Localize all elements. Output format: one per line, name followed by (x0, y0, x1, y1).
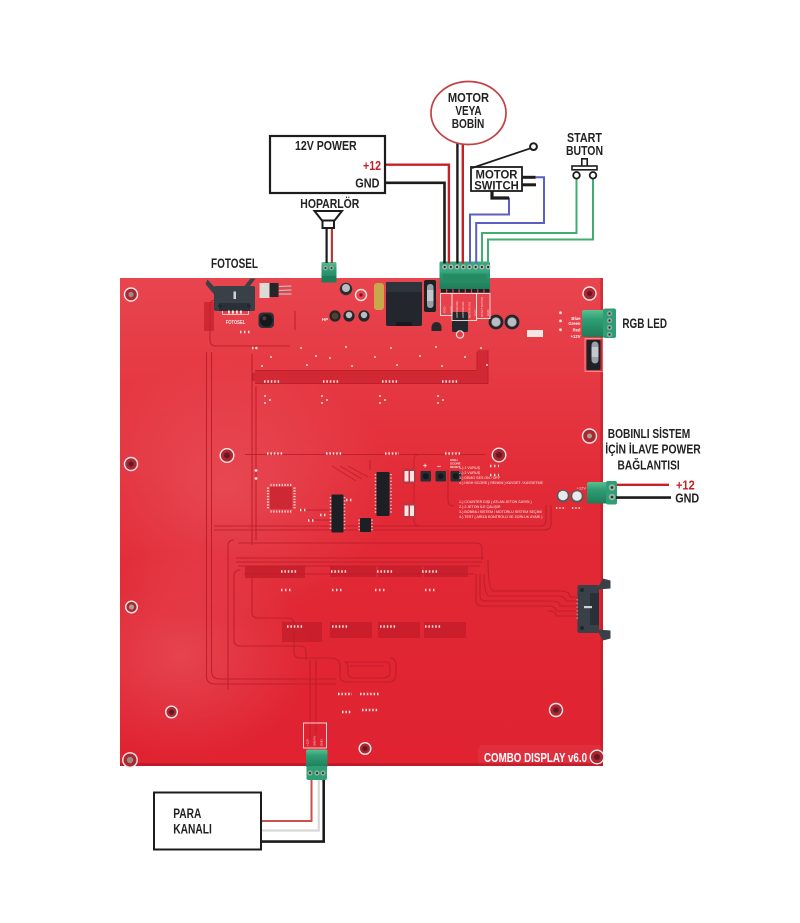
svg-text:+12V: +12V (577, 486, 587, 491)
svg-text:12V POWER: 12V POWER (295, 138, 357, 153)
svg-text:+: + (423, 463, 427, 470)
svg-text:MOTOR SW: MOTOR SW (467, 302, 471, 318)
svg-text:START: START (567, 131, 602, 145)
svg-text:GND: GND (443, 307, 447, 313)
svg-text:COMBO DISPLAY v6.0: COMBO DISPLAY v6.0 (484, 750, 587, 765)
svg-text:+12V: +12V (306, 739, 310, 746)
svg-text:Blue: Blue (571, 316, 581, 321)
svg-text:RGB LED: RGB LED (622, 315, 667, 331)
svg-text:HP: HP (322, 317, 328, 322)
svg-text:START BUTON: START BUTON (480, 297, 484, 317)
svg-text:+12: +12 (363, 158, 381, 173)
svg-text:VEYA: VEYA (455, 104, 481, 118)
svg-text:+12: +12 (676, 478, 695, 493)
svg-text:3-) BOBİNLİ SİSTEM / MOTORLU S: 3-) BOBİNLİ SİSTEM / MOTORLU SİSTEM SEÇİ… (459, 509, 542, 514)
svg-text:KANALI: KANALI (173, 822, 212, 837)
svg-text:GND: GND (320, 739, 324, 747)
svg-text:BOBINLI SİSTEM: BOBINLI SİSTEM (608, 426, 691, 441)
svg-text:HOPARLOR+: HOPARLOR+ (455, 300, 459, 318)
svg-text:BOBİN: BOBİN (452, 116, 485, 131)
svg-text:+12V: +12V (449, 306, 453, 313)
svg-text:2-) 2 VURUŞ: 2-) 2 VURUŞ (459, 471, 481, 475)
svg-text:4-) TEST ( ARIZA KONTROLÜ VE Z: 4-) TEST ( ARIZA KONTROLÜ VE ZORLUK AYAR… (459, 515, 542, 519)
svg-text:1-) COUNTER DIŞI ( ATLAN JETON: 1-) COUNTER DIŞI ( ATLAN JETON SAYISI ) (459, 500, 532, 504)
svg-text:FOTOSEL: FOTOSEL (211, 255, 258, 271)
svg-text:BAĞLANTISI: BAĞLANTISI (618, 457, 680, 472)
svg-text:1-) 1 VURUŞ: 1-) 1 VURUŞ (459, 466, 481, 470)
svg-text:HIGH: HIGH (450, 458, 458, 462)
svg-text:4-) HIGH SCORE ( RENKM ) KAYDE: 4-) HIGH SCORE ( RENKM ) KAYDET / KAYDET… (459, 481, 544, 485)
svg-text:GND: GND (675, 491, 699, 506)
svg-text:İÇİN İLAVE POWER: İÇİN İLAVE POWER (605, 442, 701, 457)
svg-text:SINYAL: SINYAL (313, 735, 317, 746)
svg-text:PARA: PARA (173, 806, 201, 821)
svg-text:Green: Green (568, 321, 581, 326)
svg-text:–: – (437, 464, 441, 471)
svg-text:3-) DEMO SES ON / OFF: 3-) DEMO SES ON / OFF (459, 476, 501, 480)
svg-text:MOTOR: MOTOR (476, 167, 518, 181)
svg-text:BUTON: BUTON (566, 144, 603, 158)
svg-text:HOPARLÖR: HOPARLÖR (300, 196, 359, 211)
svg-text:Red: Red (573, 328, 581, 333)
svg-text:2-) 2 JETON İLE ÇALIŞIR: 2-) 2 JETON İLE ÇALIŞIR (459, 504, 501, 509)
svg-text:MOTOR: MOTOR (448, 91, 489, 105)
svg-text:GND: GND (486, 310, 490, 316)
svg-text:FOTOSEL: FOTOSEL (226, 320, 246, 326)
svg-text:RESET: RESET (450, 465, 460, 469)
svg-text:+12V: +12V (571, 334, 581, 339)
svg-text:SCORE: SCORE (450, 461, 461, 465)
svg-text:SWITCH: SWITCH (474, 179, 519, 193)
svg-text:GND: GND (355, 175, 379, 190)
svg-text:GND: GND (474, 310, 478, 316)
svg-text:HOPARLOR-: HOPARLOR- (461, 301, 465, 318)
